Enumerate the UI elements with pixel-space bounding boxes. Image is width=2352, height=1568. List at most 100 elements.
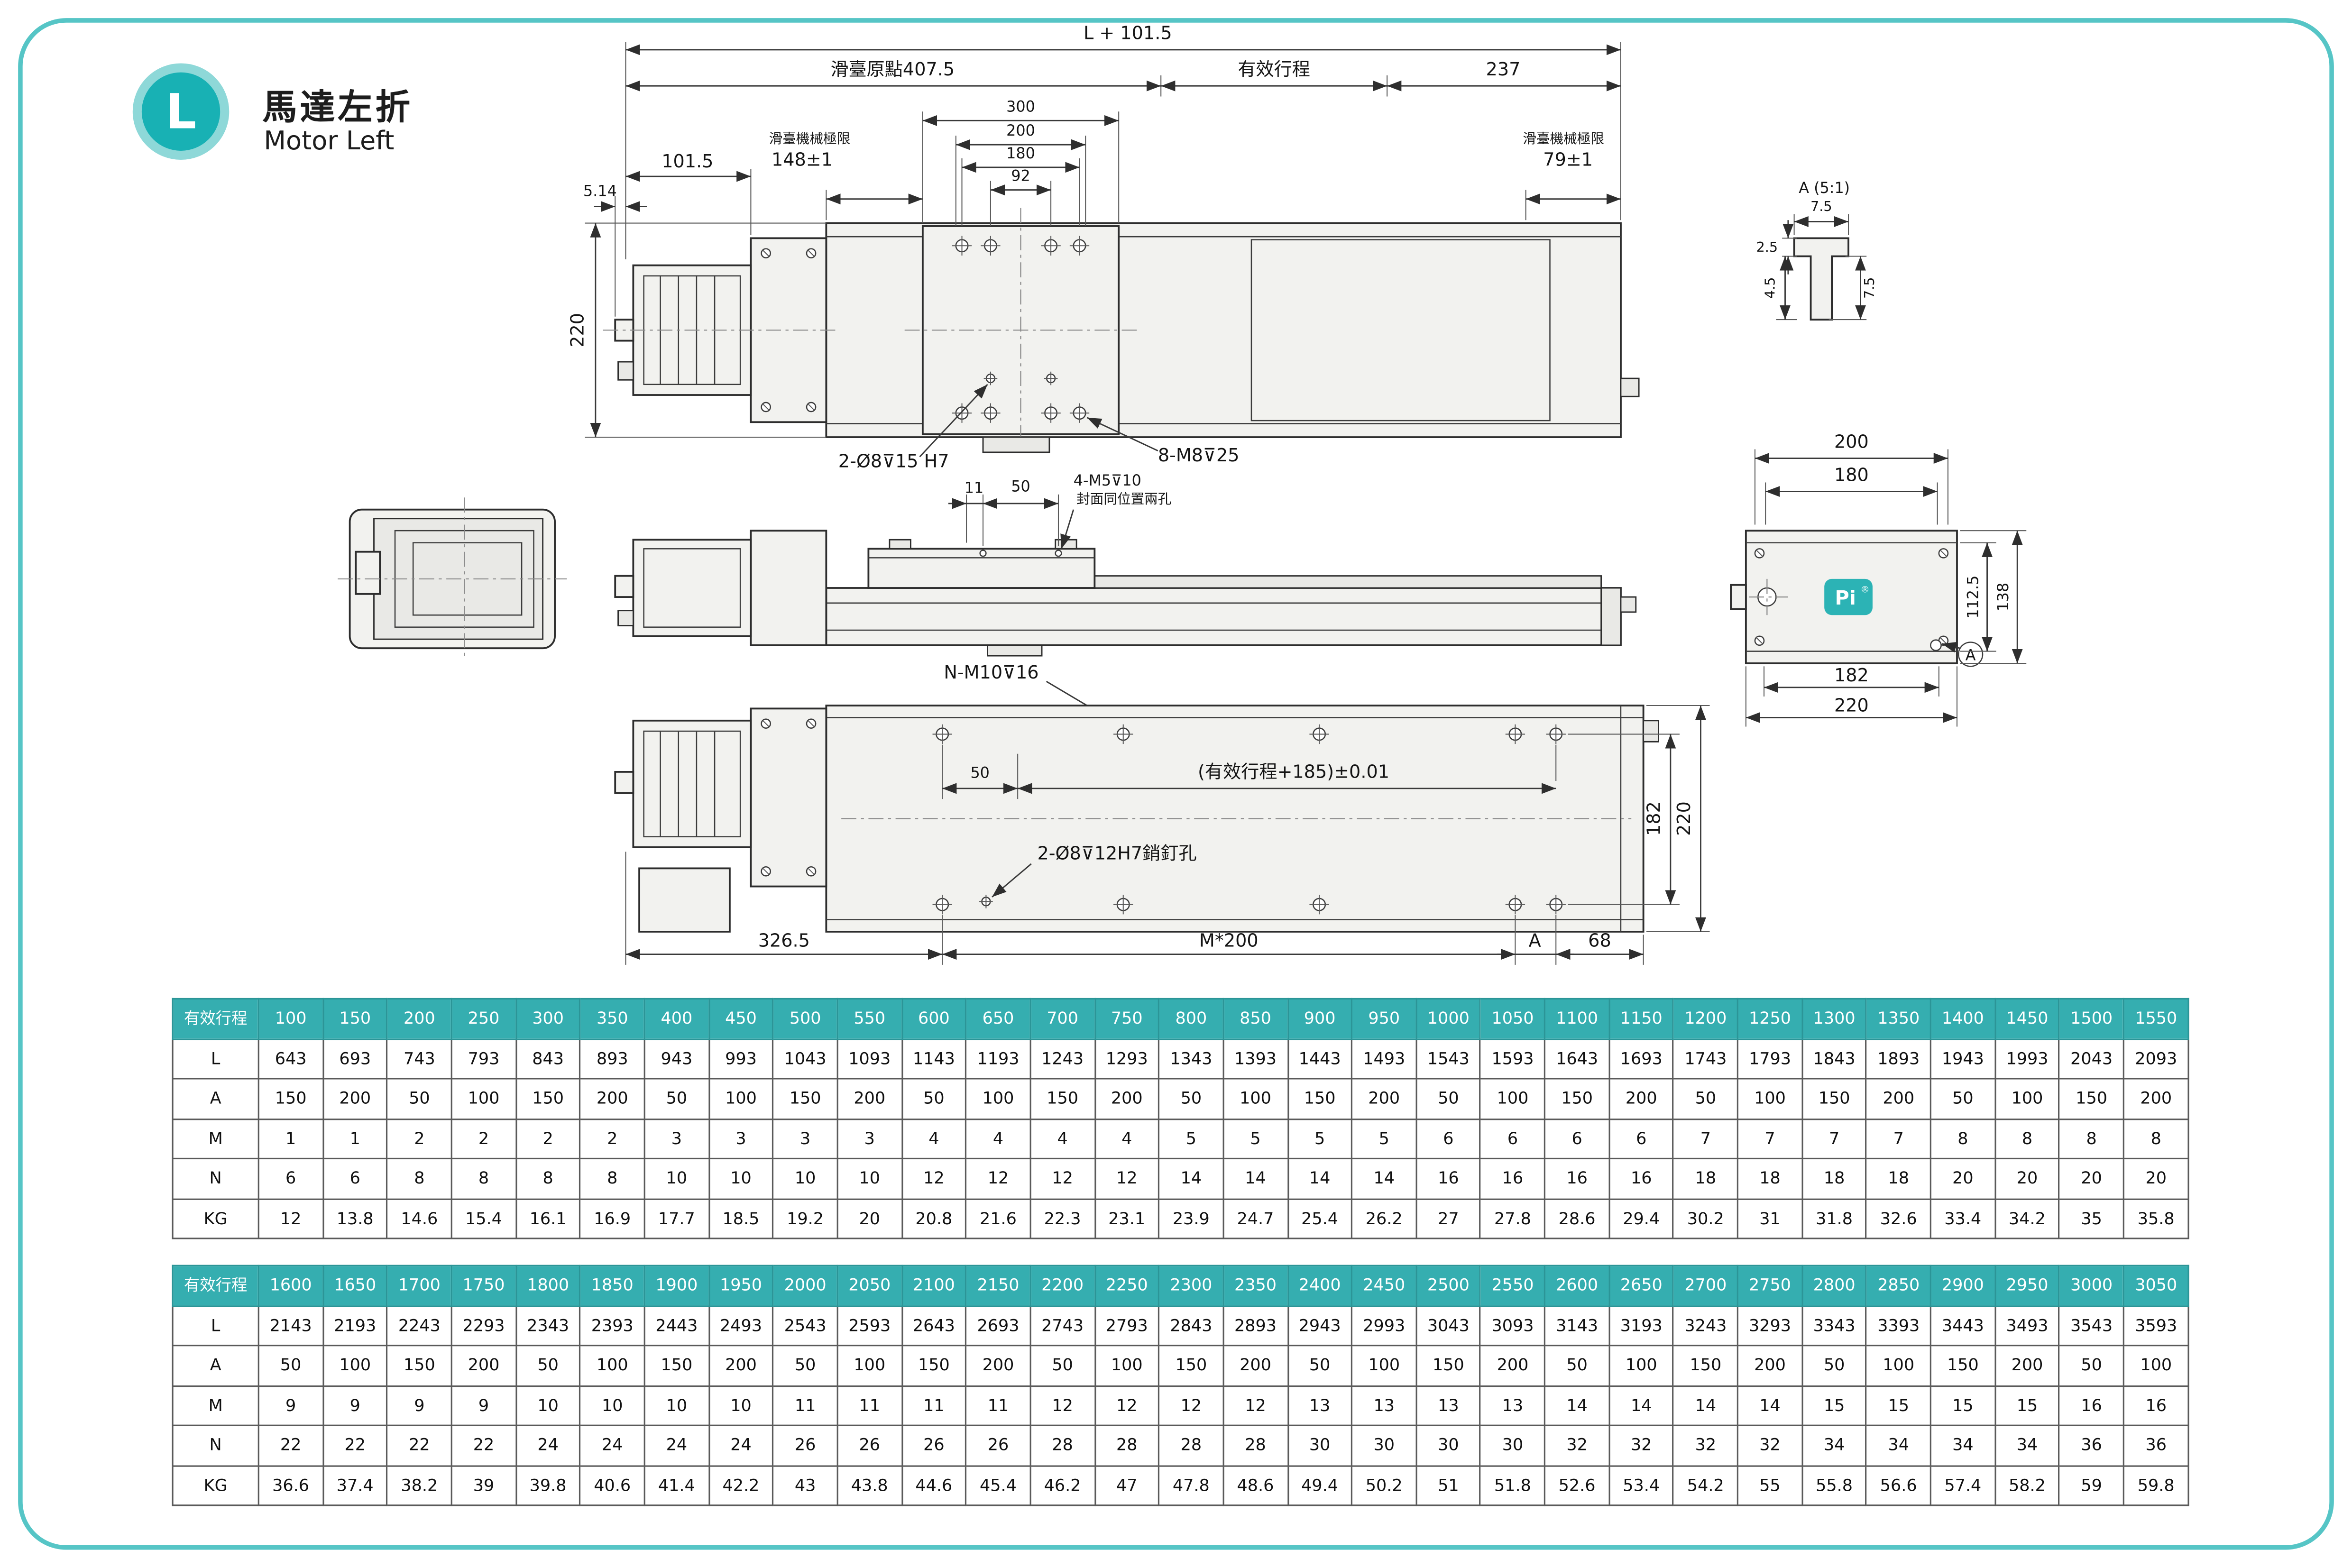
stroke-value: 2650 [1608, 1265, 1674, 1307]
spec-cell: 743 [386, 1038, 452, 1080]
spec-cell: 7 [1672, 1118, 1739, 1160]
spec-cell: 2393 [579, 1304, 645, 1347]
spec-cell: 16 [2058, 1385, 2125, 1426]
spec-cell: 35 [2058, 1198, 2125, 1239]
spec-cell: 2843 [1158, 1304, 1224, 1347]
spec-cell: 4 [1029, 1118, 1095, 1160]
stroke-value: 100 [257, 998, 324, 1040]
spec-cell: 2643 [900, 1304, 967, 1347]
end-dim-220: 220 [1834, 695, 1869, 716]
spec-cell: 50 [386, 1078, 452, 1119]
spec-cell: 150 [772, 1078, 838, 1119]
spec-cell: 25.4 [1286, 1198, 1353, 1239]
spec-cell: 50 [1029, 1345, 1095, 1386]
row-label: A [172, 1345, 259, 1386]
row-label: M [172, 1385, 259, 1426]
spec-cell: 4 [965, 1118, 1031, 1160]
spec-cell: 16 [1544, 1157, 1610, 1200]
spec-cell: 43.8 [836, 1464, 903, 1506]
spec-cell: 56.6 [1865, 1464, 1932, 1506]
spec-cell: 3193 [1608, 1304, 1674, 1347]
spec-cell: 8 [386, 1157, 452, 1200]
spec-cell: 1193 [965, 1038, 1031, 1080]
spec-cell: 39.8 [515, 1464, 581, 1506]
limit-label-right: 滑臺機械極限 [1523, 130, 1604, 147]
dim-m200: M*200 [1199, 930, 1259, 951]
stroke-value: 1000 [1415, 998, 1481, 1040]
spec-cell: 43 [772, 1464, 838, 1506]
stroke-value: 2000 [772, 1265, 838, 1307]
spec-cell: 32 [1544, 1424, 1610, 1467]
spec-cell: 14 [1351, 1157, 1417, 1200]
spec-cell: 20 [836, 1198, 903, 1239]
spec-cell: 50 [1415, 1078, 1481, 1119]
spec-cell: 28 [1029, 1424, 1095, 1467]
spec-cell: 100 [708, 1078, 774, 1119]
spec-cell: 1693 [1608, 1038, 1674, 1080]
spec-cell: 8 [450, 1157, 517, 1200]
spec-cell: 42.2 [708, 1464, 774, 1506]
stroke-value: 2350 [1222, 1265, 1288, 1307]
dim-11: 11 [965, 479, 983, 497]
stroke-value: 1400 [1929, 998, 1996, 1040]
section-mark-a: A [1966, 647, 1976, 664]
spec-cell: 45.4 [965, 1464, 1031, 1506]
spec-cell: 32.6 [1865, 1198, 1932, 1239]
spec-cell: 2 [386, 1118, 452, 1160]
spec-cell: 53.4 [1608, 1464, 1674, 1506]
spec-cell: 2 [450, 1118, 517, 1160]
spec-cell: 20 [1994, 1157, 2060, 1200]
spec-cell: 2143 [257, 1304, 324, 1347]
spec-cell: 50 [1158, 1078, 1224, 1119]
spec-cell: 16 [1479, 1157, 1546, 1200]
spec-cell: 10 [579, 1385, 645, 1426]
stroke-value: 2300 [1158, 1265, 1224, 1307]
spec-cell: 20 [2122, 1157, 2189, 1200]
stroke-value: 600 [900, 998, 967, 1040]
spec-cell: 58.2 [1994, 1464, 2060, 1506]
spec-cell: 33.4 [1929, 1198, 1996, 1239]
detail-dim-4-5: 4.5 [1762, 277, 1778, 299]
spec-cell: 21.6 [965, 1198, 1031, 1239]
spec-cell: 150 [1415, 1345, 1481, 1386]
stroke-value: 1150 [1608, 998, 1674, 1040]
spec-cell: 150 [1029, 1078, 1095, 1119]
spec-cell: 36 [2058, 1424, 2125, 1467]
spec-cell: 7 [1865, 1118, 1932, 1160]
m5-hole-callout: 4-M5⊽10 [1074, 472, 1141, 489]
spec-cell: 57.4 [1929, 1464, 1996, 1506]
stroke-value: 1500 [2058, 998, 2125, 1040]
spec-cell: 1743 [1672, 1038, 1739, 1080]
spec-cell: 8 [1994, 1118, 2060, 1160]
spec-cell: 14 [1544, 1385, 1610, 1426]
spec-cell: 3443 [1929, 1304, 1996, 1347]
spec-cell: 3093 [1479, 1304, 1546, 1347]
stroke-value: 2700 [1672, 1265, 1739, 1307]
dim-50-bottom: 50 [970, 764, 989, 782]
spec-cell: 9 [450, 1385, 517, 1426]
spec-cell: 30 [1286, 1424, 1353, 1467]
spec-cell: 15 [1929, 1385, 1996, 1426]
stroke-value: 450 [708, 998, 774, 1040]
stroke-value: 1350 [1865, 998, 1932, 1040]
row-label: L [172, 1038, 259, 1080]
stroke-value: 2400 [1286, 1265, 1353, 1307]
row-label: KG [172, 1464, 259, 1506]
spec-cell: 22 [450, 1424, 517, 1467]
spec-cell: 50 [1929, 1078, 1996, 1119]
spec-cell: 200 [965, 1345, 1031, 1386]
spec-cell: 13 [1351, 1385, 1417, 1426]
spec-cell: 20 [2058, 1157, 2125, 1200]
dim-50-side: 50 [1011, 478, 1030, 495]
m8-hole-callout: 8-M8⊽25 [1158, 445, 1240, 466]
dim-300: 300 [1006, 98, 1035, 115]
dim-a: A [1529, 930, 1541, 951]
spec-cell: 1593 [1479, 1038, 1546, 1080]
spec-cell: 150 [1929, 1345, 1996, 1386]
spec-cell: 10 [643, 1157, 710, 1200]
end-dim-112-5: 112.5 [1965, 576, 1982, 619]
spec-cell: 47.8 [1158, 1464, 1224, 1506]
